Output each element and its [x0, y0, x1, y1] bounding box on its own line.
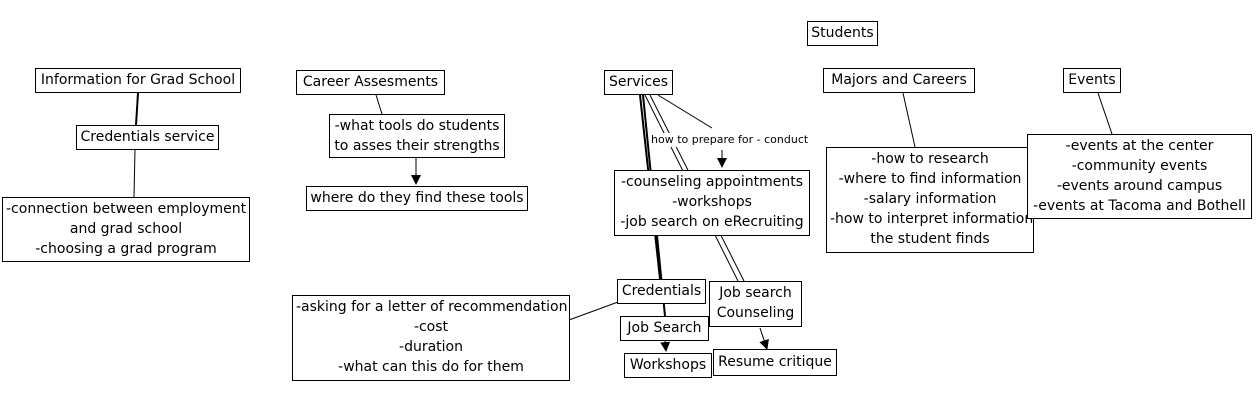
events-detail-line: -events at Tacoma and Bothell [1033, 198, 1246, 214]
majors-detail-line: -how to research [871, 151, 989, 167]
credentials-node: Credentials [617, 279, 706, 304]
services-detail-line: -workshops [672, 194, 752, 210]
tools-line: -what tools do students [334, 118, 500, 134]
job-search-counseling-node: Job search Counseling [709, 281, 802, 327]
workshops-node: Workshops [624, 353, 712, 378]
counseling-line: Counseling [716, 305, 795, 321]
events-detail-line: -events around campus [1056, 178, 1223, 194]
majors-detail-line: -how to interpret information [830, 211, 1034, 227]
grad-detail-line: -connection between employment [6, 201, 247, 217]
job-search-node: Job Search [620, 316, 709, 341]
credentials-detail-line: -what can this do for them [338, 359, 524, 375]
credentials-detail-line: -asking for a letter of recommendation [296, 299, 568, 315]
counseling-line: Job search [719, 285, 792, 301]
grad-details-node: -connection between employment and grad … [2, 197, 250, 262]
events-node: Events [1063, 68, 1121, 93]
majors-detail-line: -salary information [863, 191, 997, 207]
credentials-detail-line: -duration [399, 339, 463, 355]
edge-services-to-label [657, 94, 713, 129]
tools-line: to asses their strengths [334, 138, 500, 154]
edge-credentials-to-details [568, 301, 619, 321]
edge-job-search-to-workshops [660, 339, 671, 352]
majors-detail-line: the student finds [870, 231, 990, 247]
events-details-node: -events at the center -community events … [1027, 134, 1252, 219]
edge-grad-to-credentials-service [135, 92, 139, 126]
edge-majors-to-details [902, 92, 916, 148]
edge-credentials-service-to-details [133, 148, 136, 198]
resume-critique-node: Resume critique [713, 349, 837, 376]
majors-careers-node: Majors and Careers [823, 68, 975, 93]
edge-career-to-tools [375, 94, 383, 115]
career-assessments-node: Career Assesments [296, 70, 445, 95]
grad-detail-line: and grad school [69, 221, 183, 237]
students-node: Students [807, 21, 878, 46]
tools-strengths-node: -what tools do students to asses their s… [329, 114, 505, 158]
credentials-details-node: -asking for a letter of recommendation -… [292, 295, 570, 381]
edge-counseling-to-resume [759, 327, 769, 350]
services-detail-line: -counseling appointments [620, 174, 804, 190]
grad-detail-line: -choosing a grad program [35, 241, 217, 257]
edge-events-to-details [1097, 92, 1113, 135]
services-detail-line: -job search on eRecruiting [620, 214, 804, 230]
services-details-node: -counseling appointments -workshops -job… [614, 170, 810, 236]
majors-details-node: -how to research -where to find informat… [826, 147, 1034, 253]
events-detail-line: -community events [1071, 158, 1208, 174]
credentials-service-node: Credentials service [76, 125, 219, 150]
services-node: Services [604, 70, 673, 95]
where-tools-node: where do they find these tools [306, 186, 528, 211]
majors-detail-line: -where to find information [838, 171, 1022, 187]
credentials-detail-line: -cost [413, 319, 449, 335]
events-detail-line: -events at the center [1065, 138, 1214, 154]
how-to-prepare-label: how to prepare for - conduct [651, 133, 809, 147]
info-grad-school-node: Information for Grad School [35, 68, 241, 93]
